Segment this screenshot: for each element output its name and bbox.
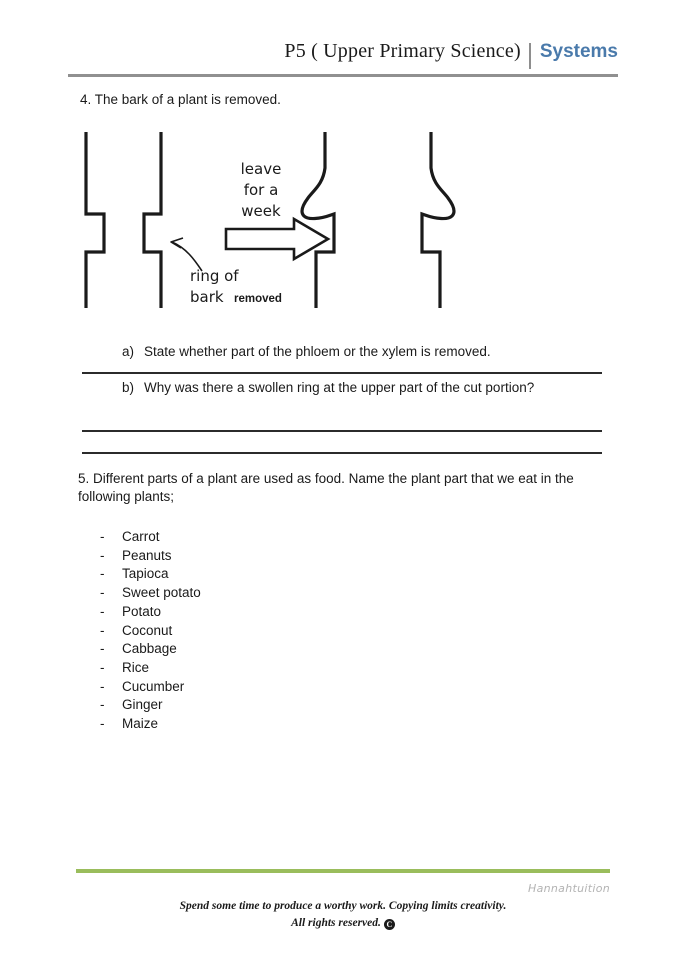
list-item: - Tapioca [100,565,400,584]
header-divider [528,43,531,69]
question-4-part-b-text: Why was there a swollen ring at the uppe… [144,380,535,395]
list-item: - Cabbage [100,640,400,659]
list-bullet: - [100,659,105,675]
question-5-stem: 5. Different parts of a plant are used a… [78,471,574,504]
footer-motto: Spend some time to produce a worthy work… [0,898,686,932]
list-bullet: - [100,678,105,694]
page-header: P5 ( Upper Primary Science) Systems [68,40,618,76]
list-item-label: Maize [122,716,159,732]
list-item-label: Rice [122,659,150,675]
list-bullet: - [100,566,105,582]
arrow-label-line-2: for a [244,181,279,199]
list-item-label: Coconut [122,622,173,638]
footer-rights-text: All rights reserved. [291,917,381,929]
callout-label-line-2: bark [190,288,224,306]
footer-rule [76,869,610,873]
list-bullet: - [100,529,105,544]
question-4-part-a-marker: a) [122,344,135,359]
arrow-label-line-3: week [241,202,281,220]
callout-label-line-1: ring of [190,267,239,285]
question-4-part-b-marker: b) [122,380,135,395]
callout-label-emphasis: removed [234,293,282,305]
list-item: - Coconut [100,622,400,641]
question-4-part-b: b) Why was there a swollen ring at the u… [122,379,572,397]
list-bullet: - [100,622,105,638]
list-item-label: Sweet potato [122,585,201,601]
list-item-label: Cucumber [122,678,185,694]
list-item-label: Peanuts [122,547,172,563]
list-item: - Maize [100,715,400,734]
list-bullet: - [100,547,105,563]
list-bullet: - [100,603,105,619]
list-item: - Cucumber [100,678,400,697]
list-item: - Potato [100,603,400,622]
after-stem-right-edge [420,132,456,308]
list-item: - Ginger [100,696,400,715]
question-4-stem: 4. The bark of a plant is removed. [80,92,281,107]
list-item: - Peanuts [100,547,400,566]
topic-title: Systems [539,41,618,62]
list-bullet: - [100,641,105,657]
before-stem-left-edge [84,132,106,308]
list-item-label: Cabbage [122,641,177,657]
header-rule [68,74,618,77]
callout-pointer [171,241,203,272]
answer-rule-1 [82,372,602,374]
header-title-row: P5 ( Upper Primary Science) Systems [68,40,618,72]
plant-list: -Carrot -Peanuts -Tapioca -Sweet potato … [100,528,400,734]
footer-motto-line-2: All rights reserved.C [0,915,686,932]
list-item-label: Potato [122,603,162,619]
list-item: - Sweet potato [100,584,400,603]
course-title: P5 ( Upper Primary Science) [284,40,521,62]
arrow-label-line-1: leave [241,160,282,178]
process-arrow [224,216,331,262]
list-item: - Rice [100,659,400,678]
question-4-part-a: a) State whether part of the phloem or t… [122,343,592,361]
callout-arrowhead [170,237,184,249]
answer-rule-2 [82,430,602,432]
list-item-label: Carrot [122,529,160,544]
after-stem-left-edge [300,132,336,308]
list-bullet: - [100,585,105,601]
question-4-part-a-text: State whether part of the phloem or the … [144,344,491,359]
copyright-icon: C [383,919,395,930]
footer-motto-line-1: Spend some time to produce a worthy work… [179,900,507,912]
list-item-label: Ginger [122,697,163,713]
list-bullet: - [100,697,105,713]
bark-ringing-diagram: leave for a week ring of bark removed [76,126,466,311]
answer-rule-3 [82,452,602,454]
footer-brand: Hannahtuition [528,882,610,895]
list-bullet: - [100,716,105,732]
list-item: - Carrot [100,528,400,547]
list-item-label: Tapioca [122,566,169,582]
before-stem-right-edge [142,132,163,308]
